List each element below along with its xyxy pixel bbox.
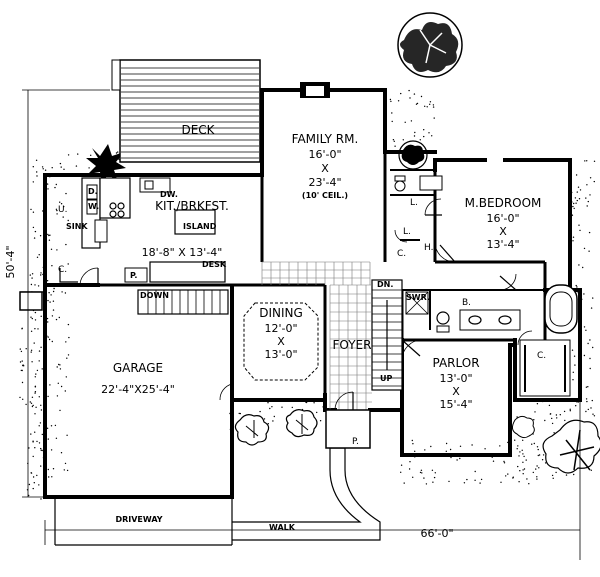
island-label: ISLAND bbox=[183, 222, 217, 231]
linen-label-1: L. bbox=[410, 198, 418, 208]
washer-label: W. bbox=[88, 202, 99, 211]
overall-width-label: 66'-0" bbox=[420, 527, 453, 540]
room-labels: DECK FAMILY RM. 16'-0" X 23'-4" (10' CEI… bbox=[101, 123, 541, 411]
garage-dimensions: 22'-4"X25'-4" bbox=[101, 383, 175, 396]
parlor-x: X bbox=[452, 385, 460, 398]
dining-label: DINING bbox=[259, 306, 303, 320]
driveway-label: DRIVEWAY bbox=[115, 515, 162, 524]
bath-label: B. bbox=[462, 298, 471, 308]
overall-dimensions: 66'-0" 50'-4" bbox=[4, 245, 454, 540]
dryer-label: D. bbox=[88, 187, 98, 196]
linen-label-2: L. bbox=[403, 227, 411, 237]
porch-label: P. bbox=[352, 437, 359, 447]
desk-label: DESK bbox=[202, 260, 227, 269]
walk-in-closet bbox=[519, 339, 571, 397]
dining-depth: 13'-0" bbox=[264, 348, 297, 361]
stairs-dn-label: DN. bbox=[377, 280, 393, 289]
deck bbox=[111, 59, 261, 163]
master-bedroom-x: X bbox=[499, 225, 507, 238]
master-bath-fixtures bbox=[405, 284, 578, 334]
dimension-lines bbox=[22, 89, 581, 560]
family-room-width: 16'-0" bbox=[308, 148, 341, 161]
fireplace bbox=[300, 82, 330, 98]
walk-label: WALK bbox=[269, 523, 296, 532]
utility-label: U. bbox=[58, 205, 67, 215]
stairs-down bbox=[137, 289, 229, 315]
front-porch bbox=[325, 409, 371, 449]
dining-width: 12'-0" bbox=[264, 322, 297, 335]
deck-label: DECK bbox=[181, 123, 215, 137]
family-room-label: FAMILY RM. bbox=[292, 132, 359, 146]
shrub-icon bbox=[398, 140, 428, 170]
kitchen-closet-label: C. bbox=[58, 265, 67, 275]
parlor-width: 13'-0" bbox=[439, 372, 472, 385]
driveway bbox=[54, 497, 233, 546]
parlor-depth: 15'-4" bbox=[439, 398, 472, 411]
shrub-icon bbox=[234, 414, 270, 446]
walk bbox=[232, 447, 381, 541]
sink-label: SINK bbox=[66, 222, 88, 231]
stairs-main bbox=[371, 279, 403, 391]
pantry-label: P. bbox=[130, 271, 137, 280]
dining-ceiling-detail bbox=[243, 302, 319, 381]
family-room-x: X bbox=[321, 162, 329, 175]
master-bedroom-depth: 13'-4" bbox=[486, 238, 519, 251]
tree-icon bbox=[397, 12, 463, 78]
fixture-labels: U. SINK ISLAND DW. D. W. C. P. DESK DOWN… bbox=[58, 187, 546, 532]
shrub-icon bbox=[285, 409, 318, 438]
bath-closet-label: C. bbox=[537, 351, 546, 361]
master-bedroom-width: 16'-0" bbox=[486, 212, 519, 225]
dishwasher-label: DW. bbox=[160, 190, 178, 199]
foyer-label: FOYER bbox=[333, 338, 372, 352]
shrub-icon bbox=[86, 144, 126, 184]
overall-depth-label: 50'-4" bbox=[4, 245, 17, 278]
kitchen-dimensions: 18'-8" X 13'-4" bbox=[142, 246, 223, 259]
shrub-icon bbox=[511, 415, 535, 439]
kitchen-label: KIT./BRKFST. bbox=[155, 199, 229, 213]
stairs-down-label: DOWN bbox=[140, 291, 169, 300]
family-room-ceiling-note: (10' CEIL.) bbox=[302, 191, 348, 200]
hall-label: H. bbox=[424, 243, 433, 253]
master-bedroom-label: M.BEDROOM bbox=[465, 196, 542, 210]
dining-x: X bbox=[277, 335, 285, 348]
garage-label: GARAGE bbox=[113, 361, 163, 375]
half-bath-fixtures bbox=[394, 175, 443, 192]
tree-icon bbox=[542, 419, 600, 474]
kitchen-counters bbox=[59, 177, 226, 285]
parlor-label: PARLOR bbox=[432, 356, 479, 370]
door-swings bbox=[219, 198, 533, 411]
family-room-depth: 23'-4" bbox=[308, 176, 341, 189]
shower-label: SWR. bbox=[406, 293, 430, 302]
hall-closet-label: C. bbox=[397, 249, 406, 259]
stairs-up-label: UP bbox=[380, 374, 392, 383]
